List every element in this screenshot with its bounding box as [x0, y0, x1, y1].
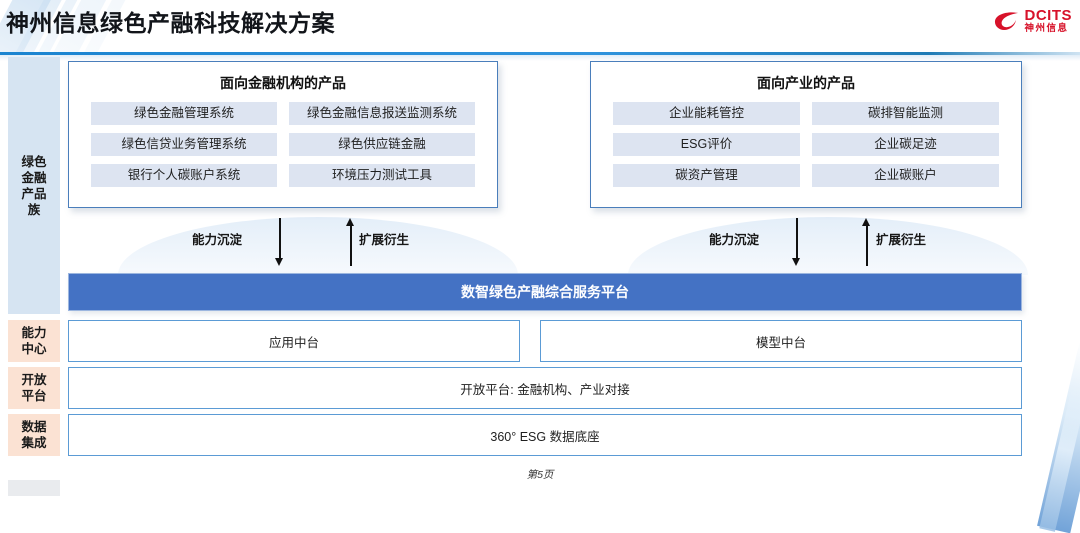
sidebar-item-label: 能力中心 — [21, 326, 47, 356]
sidebar-item-green-finance-product-family[interactable]: 绿色金融产品族 — [8, 57, 60, 314]
layer-label: 开放平台: 金融机构、产业对接 — [460, 382, 630, 397]
product-group-for-industry: 面向产业的产品 企业能耗管控 碳排智能监测 ESG评价 企业碳足迹 碳资产管理 … — [590, 61, 1022, 208]
slide-body: 绿色金融产品族 能力中心 开放平台 数据集成 面向金融机构的产品 绿色金融管理系… — [0, 55, 1080, 533]
product-pill[interactable]: 企业碳足迹 — [812, 133, 999, 156]
arrow-shaft — [796, 218, 798, 259]
swoosh-icon — [994, 11, 1020, 31]
arrow-head — [346, 218, 354, 226]
company-logo: DCITS 神州信息 — [994, 8, 1073, 34]
platform-bar-label: 数智绿色产融综合服务平台 — [461, 284, 629, 300]
product-pill[interactable]: 绿色供应链金融 — [289, 133, 475, 156]
product-pill-grid: 绿色金融管理系统 绿色金融信息报送监测系统 绿色信贷业务管理系统 绿色供应链金融… — [69, 92, 497, 187]
sidebar-item-label: 绿色金融产品族 — [21, 154, 47, 217]
sidebar-item-data-integration[interactable]: 数据集成 — [8, 414, 60, 456]
slide-header: 神州信息绿色产融科技解决方案 DCITS 神州信息 — [0, 0, 1080, 55]
arrow-head — [275, 258, 283, 266]
page-title: 神州信息绿色产融科技解决方案 — [6, 10, 335, 36]
flow-label-extension-left: 扩展衍生 — [359, 233, 410, 247]
flow-backdrop-left — [118, 217, 518, 275]
page-number: 第5页 — [526, 469, 554, 481]
product-pill[interactable]: 企业碳账户 — [812, 164, 999, 187]
product-pill-grid: 企业能耗管控 碳排智能监测 ESG评价 企业碳足迹 碳资产管理 企业碳账户 — [591, 92, 1021, 187]
arrow-shaft — [866, 225, 868, 266]
layer-label: 360° ESG 数据底座 — [490, 429, 600, 444]
layer-open-platform[interactable]: 开放平台: 金融机构、产业对接 — [68, 367, 1022, 409]
sidebar-item-label: 数据集成 — [21, 420, 47, 450]
corner-block-decoration — [8, 480, 60, 496]
layer-data-foundation[interactable]: 360° ESG 数据底座 — [68, 414, 1022, 456]
layer-label: 模型中台 — [755, 335, 806, 350]
product-pill[interactable]: 碳排智能监测 — [812, 102, 999, 125]
platform-bar[interactable]: 数智绿色产融综合服务平台 — [68, 273, 1022, 311]
logo-text-en: DCITS — [1024, 7, 1072, 24]
product-pill[interactable]: 碳资产管理 — [613, 164, 800, 187]
logo-text-cn: 神州信息 — [1024, 23, 1069, 34]
sidebar-item-open-platform[interactable]: 开放平台 — [8, 367, 60, 409]
arrow-down-icon — [791, 218, 802, 266]
header-divider-glow — [0, 55, 1080, 61]
arrow-down-icon — [274, 218, 285, 266]
arrow-up-icon — [345, 218, 356, 266]
product-group-title: 面向金融机构的产品 — [220, 75, 346, 91]
product-pill[interactable]: 绿色金融信息报送监测系统 — [289, 102, 475, 125]
layer-application-middle-platform[interactable]: 应用中台 — [68, 320, 520, 362]
flow-label-capability-sink-right: 能力沉淀 — [709, 233, 760, 247]
layer-label: 应用中台 — [268, 335, 319, 350]
product-pill[interactable]: ESG评价 — [613, 133, 800, 156]
layer-model-middle-platform[interactable]: 模型中台 — [540, 320, 1022, 362]
product-pill[interactable]: 环境压力测试工具 — [289, 164, 475, 187]
product-pill[interactable]: 银行个人碳账户系统 — [91, 164, 277, 187]
flow-label-capability-sink-left: 能力沉淀 — [192, 233, 243, 247]
product-group-title: 面向产业的产品 — [757, 75, 855, 91]
arrow-shaft — [279, 218, 281, 259]
flow-backdrop-right — [628, 217, 1028, 275]
arrow-up-icon — [861, 218, 872, 266]
product-pill[interactable]: 企业能耗管控 — [613, 102, 800, 125]
arrow-head — [792, 258, 800, 266]
logo-text: DCITS 神州信息 — [1025, 8, 1073, 34]
arrow-shaft — [350, 225, 352, 266]
product-group-for-financial-institutions: 面向金融机构的产品 绿色金融管理系统 绿色金融信息报送监测系统 绿色信贷业务管理… — [68, 61, 498, 208]
flow-label-extension-right: 扩展衍生 — [876, 233, 927, 247]
header-divider — [0, 52, 1080, 55]
arrow-head — [862, 218, 870, 226]
product-pill[interactable]: 绿色信贷业务管理系统 — [91, 133, 277, 156]
sidebar-item-capability-center[interactable]: 能力中心 — [8, 320, 60, 362]
sidebar-item-label: 开放平台 — [21, 373, 47, 403]
product-pill[interactable]: 绿色金融管理系统 — [91, 102, 277, 125]
